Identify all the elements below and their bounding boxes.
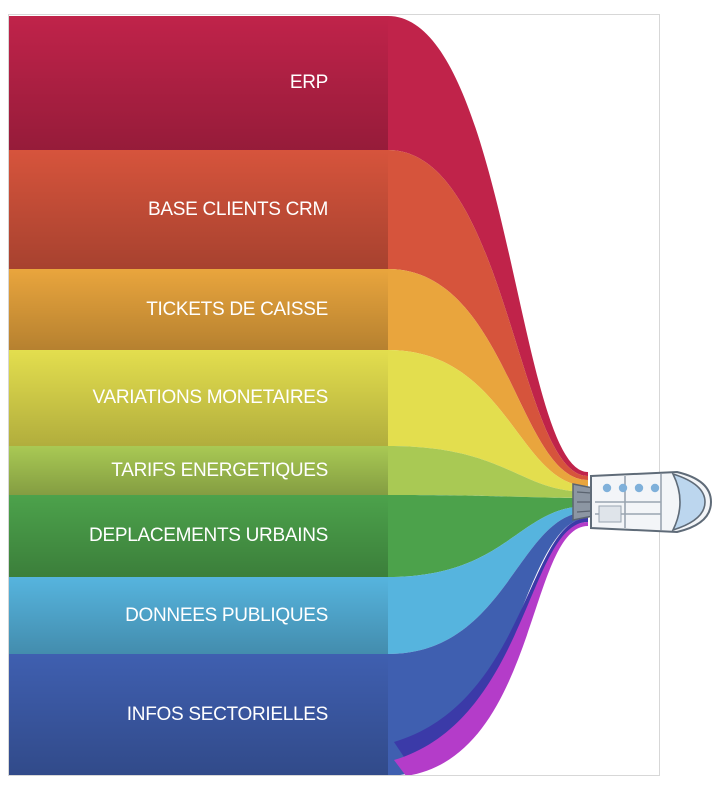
stream-erp (388, 16, 588, 476)
stream-variations-monetaires (388, 350, 588, 492)
frame-border (8, 14, 660, 776)
band-shade (8, 150, 388, 269)
band-label-tickets-de-caisse: TICKETS DE CAISSE (146, 298, 328, 320)
extra-stream (394, 522, 588, 776)
stream-tickets-de-caisse (388, 269, 588, 486)
band-label-erp: ERP (289, 72, 328, 93)
stream-donnees-publiques (388, 506, 588, 654)
band-label-deplacements-urbains: DEPLACEMENTS URBAINS (89, 525, 328, 546)
stream-tarifs-energetiques (388, 446, 588, 498)
band-label-tarifs-energetiques: TARIFS ENERGETIQUES (111, 459, 328, 481)
band-shade (8, 446, 388, 495)
stream-deplacements-urbains (388, 495, 588, 577)
band-label-donnees-publiques: DONNEES PUBLIQUES (125, 604, 328, 626)
band-shade (8, 269, 388, 350)
band-label-variations-monetaires: VARIATIONS MONETAIRES (92, 387, 329, 408)
band-shade (8, 654, 388, 776)
band-shade (8, 577, 388, 654)
spaceship-icon (572, 470, 713, 534)
band-shade (8, 16, 388, 150)
band-label-base-clients-crm: BASE CLIENTS CRM (148, 198, 328, 220)
stream-infos-sectorielles (388, 512, 588, 776)
band-label-infos-sectorielles: INFOS SECTORIELLES (126, 704, 329, 725)
stream-base-clients-crm (388, 150, 588, 480)
band-shade (8, 495, 388, 577)
band-shade (8, 350, 388, 446)
